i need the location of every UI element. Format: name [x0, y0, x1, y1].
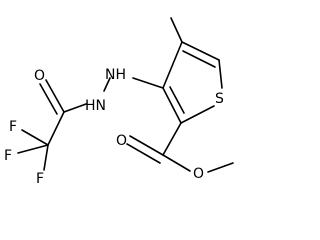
atom-labels: NH HN O F F F S O O — [4, 67, 224, 186]
atom-label-o-ester-carbonyl: O — [116, 133, 127, 149]
atom-label-f-bottom: F — [36, 171, 44, 186]
atom-label-nh-b: HN — [85, 98, 106, 114]
bond-c3-c4 — [162, 41, 183, 89]
bond-c5-s — [218, 59, 223, 89]
bond-methyl-c4 — [170, 17, 183, 43]
bond-cf3-f-bottom — [43, 144, 49, 171]
atom-label-f-top: F — [9, 119, 17, 135]
atom-label-o-amide: O — [34, 68, 45, 84]
bond-nh-nh — [103, 77, 111, 92]
bond-c3-nh — [132, 77, 164, 89]
bond-c2-ester-c — [162, 122, 182, 156]
atom-label-nh-a: NH — [105, 67, 126, 83]
atom-label-s: S — [215, 91, 224, 107]
bond-omethoxy-methyl — [207, 162, 234, 173]
bond-carbonyl-o — [45, 79, 65, 113]
bond-nh-carbonyl — [63, 103, 87, 113]
bond-ester-c-omethoxy — [162, 154, 191, 172]
bond-cf3-f-left — [17, 144, 49, 154]
atom-label-o-ester-methoxy: O — [193, 166, 204, 182]
bonds — [17, 17, 234, 173]
bond-carbonyl-cf3 — [47, 111, 65, 146]
molecule-diagram: NH HN O F F F S O O — [4, 17, 234, 186]
bond-s-c2 — [180, 105, 215, 124]
bond-cf3-f-top — [21, 129, 49, 146]
bond-c2-c3-inner — [169, 86, 185, 114]
bond-c2-c3 — [162, 87, 182, 124]
bond-ester-c-o-second — [126, 143, 161, 164]
bond-ester-c-o — [129, 135, 164, 156]
bond-carbonyl-o-second — [39, 83, 58, 115]
bond-c4-c5-inner — [182, 50, 216, 68]
atom-label-f-left: F — [4, 148, 12, 164]
bond-c4-c5 — [181, 41, 220, 61]
